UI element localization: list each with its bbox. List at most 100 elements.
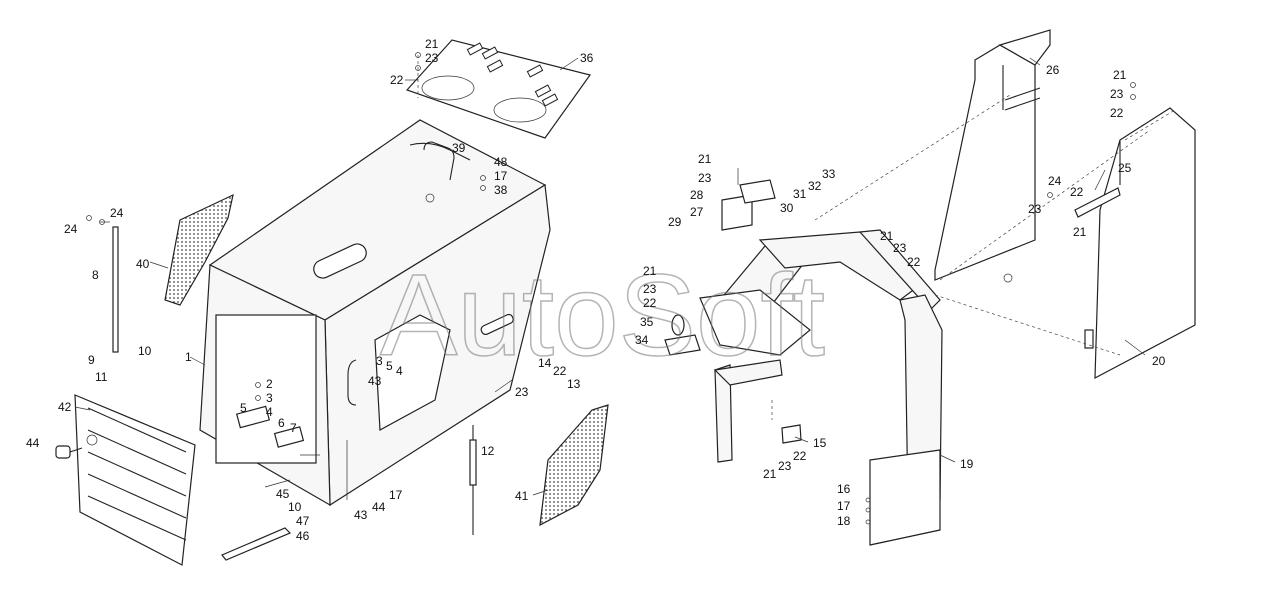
callout-label: 24: [110, 206, 124, 220]
callout-label: 4: [396, 364, 403, 378]
callout-label: 21: [425, 37, 439, 51]
callout-label: 35: [640, 315, 654, 329]
callout-label: 23: [643, 282, 657, 296]
leader-lines: [74, 57, 1151, 496]
callout-label: 20: [1152, 354, 1166, 368]
fastener-group: [86, 52, 1136, 525]
callout-label: 10: [288, 500, 302, 514]
callout-label: 17: [837, 499, 851, 513]
callout-label: 10: [138, 344, 152, 358]
callout-label: 40: [136, 257, 150, 271]
handle-part: [423, 141, 455, 181]
callout-label: 21: [763, 467, 777, 481]
callout-label: 7: [290, 421, 297, 435]
callout-label: 2: [266, 377, 273, 391]
callout-label: 43: [368, 374, 382, 388]
callout-label: 24: [1048, 174, 1062, 188]
callout-label: 9: [88, 353, 95, 367]
callout-label: 22: [553, 364, 567, 378]
callout-label: 43: [354, 508, 368, 522]
callout-label: 19: [960, 457, 974, 471]
callout-label: 21: [698, 152, 712, 166]
callout-label: 29: [668, 215, 682, 229]
callout-label: 34: [635, 333, 649, 347]
side-handle: [347, 359, 357, 406]
mounting-bracket: [721, 168, 776, 231]
callout-label: 28: [690, 188, 704, 202]
callout-label: 39: [452, 141, 466, 155]
prop-arm: [221, 479, 292, 561]
callout-label: 45: [276, 487, 290, 501]
callout-label: 32: [808, 179, 822, 193]
callout-label: 23: [515, 385, 529, 399]
callout-label: 21: [1113, 68, 1127, 82]
callout-label: 14: [538, 356, 552, 370]
front-radiator-grille: [74, 394, 196, 566]
callout-label: 15: [813, 436, 827, 450]
callout-label: 5: [386, 359, 393, 373]
callout-label: 23: [893, 241, 907, 255]
callout-label: 22: [907, 255, 921, 269]
callout-label: 6: [278, 416, 285, 430]
gas-strut: [469, 425, 477, 535]
watermark-text: AutoSoft: [380, 250, 825, 380]
pivot-part: [664, 314, 701, 356]
callout-label: 38: [494, 183, 508, 197]
callout-label: 31: [793, 187, 807, 201]
callout-label: 3: [266, 391, 273, 405]
latch-part: [55, 445, 83, 459]
callout-label: 3: [376, 354, 383, 368]
callout-label: 23: [778, 459, 792, 473]
callout-label: 48: [494, 155, 508, 169]
callout-label: 4: [266, 405, 273, 419]
callout-label: 36: [580, 51, 594, 65]
callout-label: 11: [95, 370, 108, 384]
callout-label: 21: [880, 229, 894, 243]
callout-label: 23: [698, 171, 712, 185]
callout-label: 16: [837, 482, 851, 496]
callout-label: 44: [372, 500, 386, 514]
rear-glass-panel: [934, 29, 1051, 281]
callout-label: 46: [296, 529, 310, 543]
callout-label: 5: [240, 401, 247, 415]
callout-label: 13: [567, 377, 581, 391]
callout-label: 30: [780, 201, 794, 215]
callout-label: 8: [92, 268, 99, 282]
cab-frame: [699, 229, 943, 546]
roof-vent-slots: [466, 42, 559, 107]
callout-label: 17: [494, 169, 508, 183]
hinge-part: [235, 405, 320, 456]
callout-label: 21: [1073, 225, 1087, 239]
callout-label: 25: [1118, 161, 1132, 175]
support-rod: [100, 221, 119, 353]
left-side-grille: [164, 193, 234, 306]
fastener: [425, 193, 435, 203]
callout-label: 22: [390, 73, 404, 87]
callout-label: 27: [690, 205, 704, 219]
callout-label: 23: [425, 51, 439, 65]
right-side-grille: [539, 404, 609, 527]
side-door-panel: [1084, 107, 1196, 380]
roof-panel: [405, 39, 591, 139]
callout-label: 22: [1110, 106, 1124, 120]
callout-label: 42: [58, 400, 72, 414]
callout-label: 24: [64, 222, 78, 236]
callout-label: 23: [1028, 202, 1042, 216]
callout-label: 22: [1070, 185, 1084, 199]
callout-label: 21: [643, 264, 657, 278]
callout-label: 41: [515, 489, 529, 503]
callout-label: 26: [1046, 63, 1060, 77]
callout-label: 1: [185, 350, 192, 364]
callout-label: 18: [837, 514, 851, 528]
rail-part: [1074, 187, 1121, 218]
callout-label: 22: [643, 296, 657, 310]
callout-label: 33: [822, 167, 836, 181]
callout-label: 17: [389, 488, 403, 502]
callout-numbers: 21 23 22 36 39 48 17 38 24 24 40 8 9 10 …: [26, 37, 1166, 543]
callout-label: 47: [296, 514, 310, 528]
callout-label: 44: [26, 436, 40, 450]
callout-label: 12: [481, 444, 495, 458]
callout-label: 23: [1110, 87, 1124, 101]
callout-label: 22: [793, 449, 807, 463]
